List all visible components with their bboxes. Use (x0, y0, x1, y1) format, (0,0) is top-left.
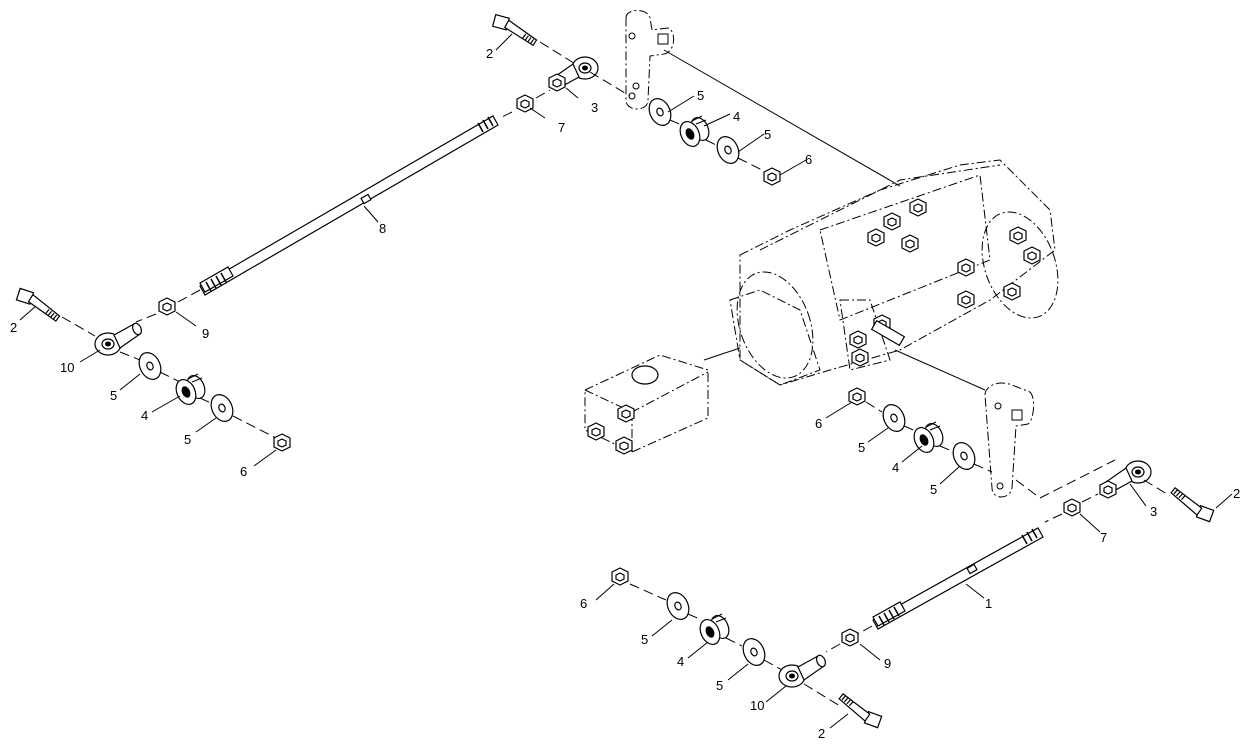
washer-part (712, 132, 744, 168)
callout-8: 8 (379, 221, 386, 236)
washer-part (878, 400, 910, 436)
hydraulic-pump-body (703, 159, 1059, 391)
callout-10: 10 (750, 698, 764, 713)
nut-part (1063, 498, 1081, 517)
callout-5: 5 (930, 482, 937, 497)
lower-rod-assembly (611, 527, 1044, 729)
callout-2: 2 (818, 726, 825, 741)
bolt-part (833, 692, 886, 729)
leader-lines (19, 33, 1233, 729)
callout-3: 3 (1150, 504, 1157, 519)
callout-5: 5 (184, 432, 191, 447)
rod-end-part (94, 321, 144, 356)
callout-5: 5 (716, 678, 723, 693)
nut-part (611, 567, 629, 586)
lower-lever-assembly (848, 382, 1218, 523)
callout-5: 5 (697, 88, 704, 103)
nut-part (548, 73, 566, 92)
callout-6: 6 (805, 152, 812, 167)
callout-2: 2 (10, 320, 17, 335)
motor-block (584, 354, 709, 455)
callout-7: 7 (558, 120, 565, 135)
bolt-part (13, 287, 65, 323)
nut-part (273, 433, 291, 452)
callout-6: 6 (580, 596, 587, 611)
washer-part (644, 94, 676, 130)
callout-1: 1 (985, 596, 992, 611)
bolt-part (489, 14, 541, 47)
callout-4: 4 (141, 408, 148, 423)
callout-labels: 2 3 7 5 4 5 6 8 2 9 10 5 4 5 6 6 5 4 5 3… (10, 46, 1240, 741)
washer-part (206, 390, 238, 426)
threaded-rod-part (199, 115, 499, 296)
callout-10: 10 (60, 360, 74, 375)
nut-part (516, 94, 534, 113)
callout-9: 9 (202, 326, 209, 341)
washer-part (134, 348, 166, 384)
callout-3: 3 (591, 100, 598, 115)
bolt-part (1165, 486, 1218, 523)
callout-6: 6 (815, 416, 822, 431)
bushing-part (675, 114, 713, 151)
washer-part (738, 634, 770, 670)
upper-lever-assembly (589, 10, 901, 187)
rod-end-part (778, 653, 828, 688)
callout-6: 6 (240, 464, 247, 479)
upper-left-rod-assembly (13, 14, 599, 452)
bolt-head-icon (849, 198, 1041, 367)
nut-part (763, 167, 781, 186)
callout-5: 5 (110, 388, 117, 403)
callout-2: 2 (486, 46, 493, 61)
bushing-part (171, 372, 209, 409)
callout-5: 5 (641, 632, 648, 647)
nut-part (841, 628, 859, 647)
bushing-part (909, 420, 947, 457)
callout-4: 4 (733, 109, 740, 124)
washer-part (662, 588, 694, 624)
callout-5: 5 (858, 440, 865, 455)
callout-9: 9 (884, 656, 891, 671)
washer-part (948, 438, 980, 474)
callout-4: 4 (892, 460, 899, 475)
callout-5: 5 (764, 127, 771, 142)
callout-4: 4 (677, 654, 684, 669)
callout-7: 7 (1100, 530, 1107, 545)
nut-part (1099, 480, 1117, 499)
threaded-rod-part (872, 527, 1044, 630)
bushing-part (695, 612, 733, 649)
nut-part (158, 297, 176, 316)
callout-2: 2 (1233, 486, 1240, 501)
